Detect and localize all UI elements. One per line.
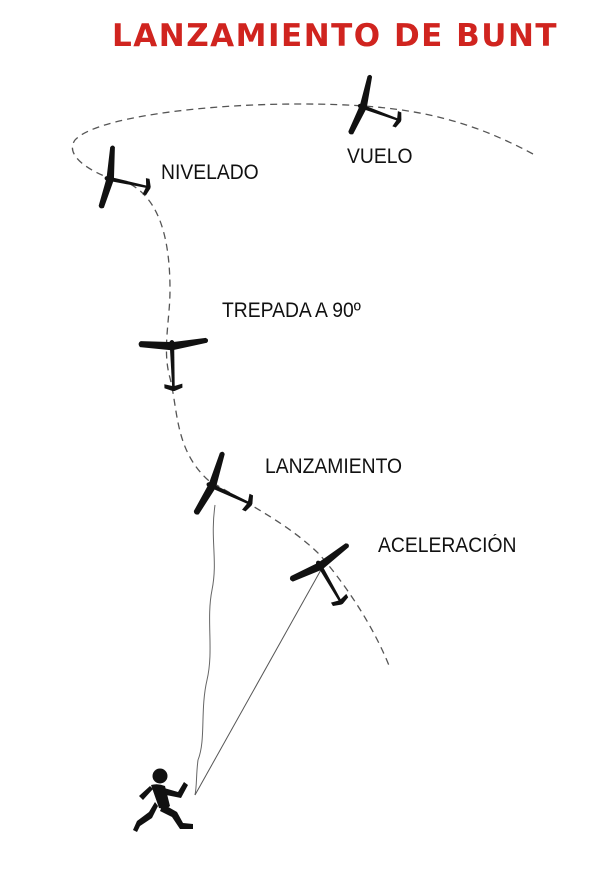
tow-line-slack <box>194 504 216 796</box>
label-vuelo: VUELO <box>347 145 413 168</box>
runner-icon <box>133 768 193 832</box>
label-aceleracion: ACELERACIÓN <box>378 534 517 557</box>
glider-icon <box>191 450 267 535</box>
glider-icon <box>97 145 158 218</box>
diagram-title: LANZAMIENTO DE BUNT <box>112 18 559 54</box>
glider-icon <box>138 337 210 393</box>
label-trepada: TREPADA A 90º <box>222 299 361 322</box>
glider-icon <box>346 74 413 150</box>
flight-path <box>71 103 534 669</box>
tow-line-taut <box>194 567 323 796</box>
label-lanzamiento: LANZAMIENTO <box>265 455 403 478</box>
label-nivelado: NIVELADO <box>161 161 259 184</box>
